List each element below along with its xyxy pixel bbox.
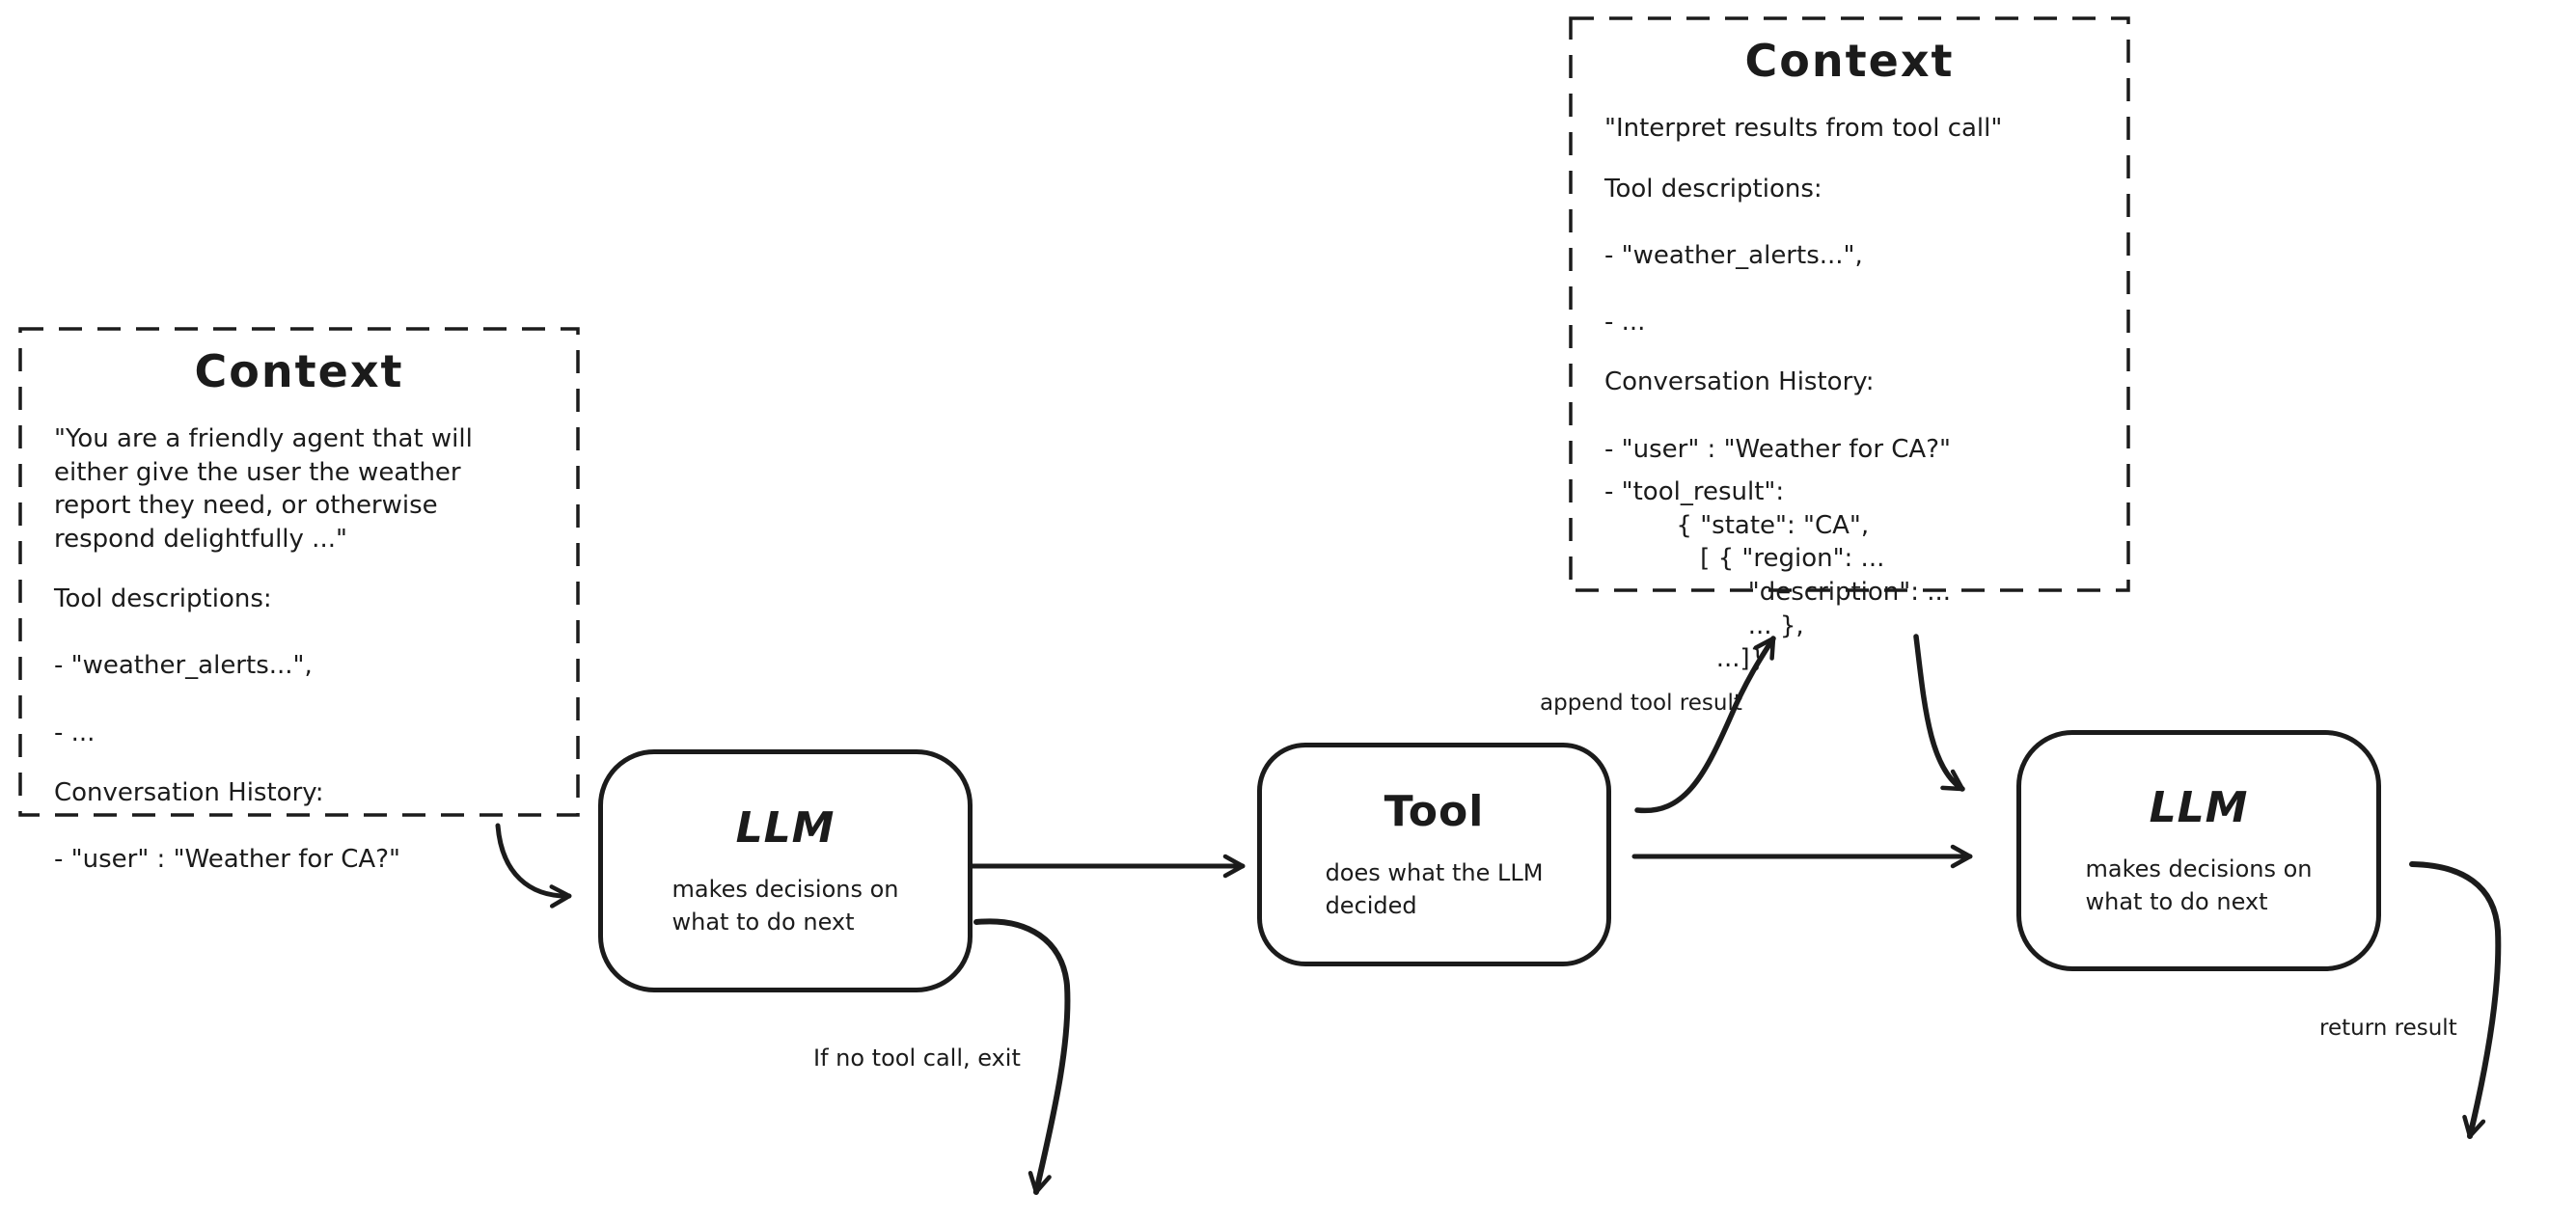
context-box-tool-result: Context "Interpret results from tool cal… [1570, 17, 2129, 673]
llm-node-first: LLM makes decisions on what to do next [598, 749, 973, 992]
context-initial-history: Conversation History: - "user" : "Weathe… [54, 776, 544, 877]
tool-node: Tool does what the LLM decided [1257, 743, 1611, 966]
context-initial-system-prompt: "You are a friendly agent that will eith… [54, 424, 473, 554]
llm-second-title: LLM [2149, 782, 2249, 832]
tool-descriptions-item: - "weather_alerts...", [54, 651, 313, 681]
context-tool-result-history: Conversation History: - "user" : "Weathe… [1604, 366, 2095, 466]
tool-subtitle: does what the LLM decided [1325, 858, 1544, 919]
context-initial-title: Context [194, 345, 404, 397]
context-tool-result-system-prompt: "Interpret results from tool call" [1604, 114, 2003, 143]
context-tool-result-title: Context [1744, 35, 1955, 87]
history-heading: Conversation History: [54, 778, 324, 808]
tool-descriptions-heading: Tool descriptions: [1604, 174, 1822, 204]
history-heading: Conversation History: [1604, 367, 1875, 397]
context-tool-result-tool-descriptions: Tool descriptions: - "weather_alerts..."… [1604, 173, 2095, 339]
history-item: - "user" : "Weather for CA?" [1604, 434, 1951, 464]
context-tool-result-json: - "tool_result": { "state": "CA", [ { "r… [1604, 477, 1952, 674]
if-no-tool-call-exit-label: If no tool call, exit [813, 1045, 1021, 1072]
tool-descriptions-item: - ... [1604, 307, 1646, 337]
tool-descriptions-item: - "weather_alerts...", [1604, 240, 1863, 270]
tool-descriptions-heading: Tool descriptions: [54, 584, 272, 614]
context-box-initial: Context "You are a friendly agent that w… [19, 328, 579, 874]
llm-second-subtitle: makes decisions on what to do next [2085, 855, 2313, 915]
arrow-return-result [2409, 861, 2502, 1139]
history-item: - "user" : "Weather for CA?" [54, 845, 400, 875]
llm-node-second: LLM makes decisions on what to do next [2016, 730, 2381, 971]
context-initial-tool-descriptions: Tool descriptions: - "weather_alerts..."… [54, 583, 544, 749]
append-tool-result-label: append tool result [1540, 691, 1742, 716]
tool-title: Tool [1384, 786, 1485, 836]
tool-descriptions-item: - ... [54, 718, 96, 747]
llm-first-subtitle: makes decisions on what to do next [671, 875, 899, 936]
return-result-label: return result [2319, 1016, 2457, 1041]
llm-first-title: LLM [735, 802, 836, 853]
